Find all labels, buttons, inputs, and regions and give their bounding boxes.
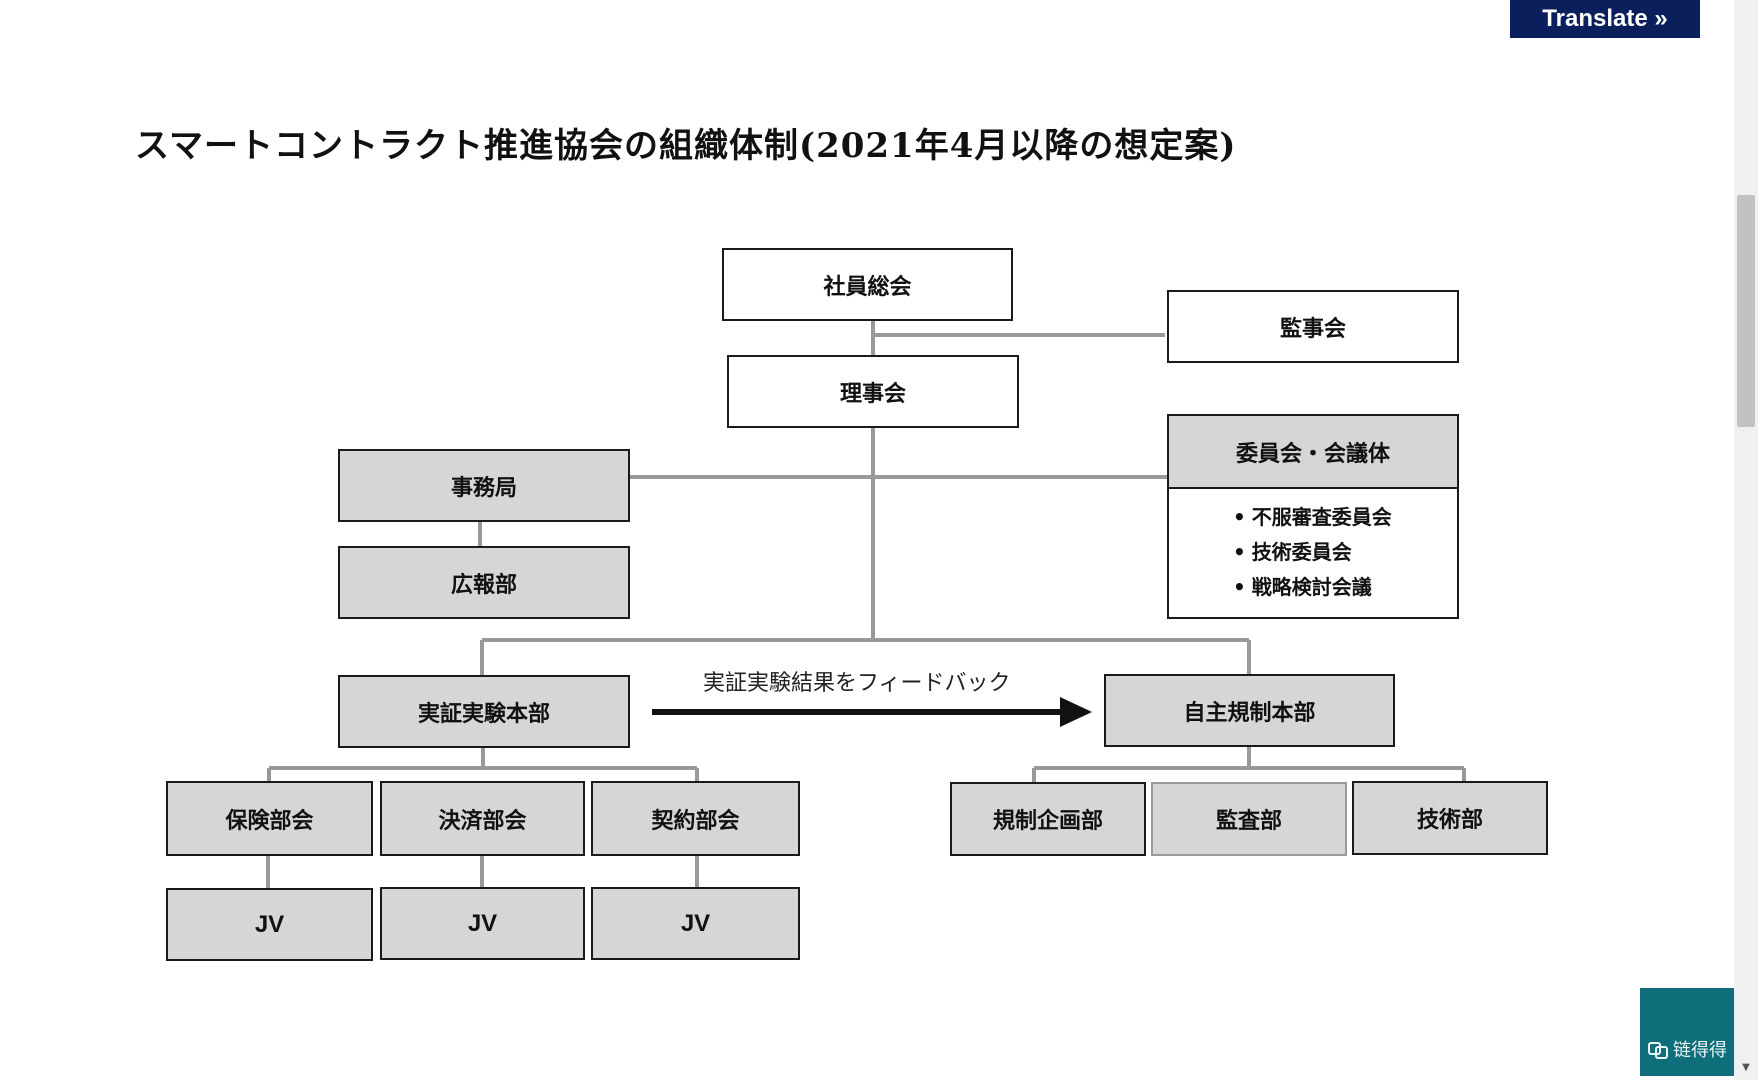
board-box: 理事会 xyxy=(727,355,1019,428)
scroll-down-arrow-icon[interactable]: ▼ xyxy=(1742,1062,1750,1073)
auditors-box: 監事会 xyxy=(1167,290,1459,363)
self-regulation-headquarters-box: 自主規制本部 xyxy=(1104,674,1395,747)
subdivision-label: 契約部会 xyxy=(651,808,740,834)
general-assembly-box: 社員総会 xyxy=(722,248,1013,321)
audit-department-box: 監査部 xyxy=(1151,782,1347,856)
scrollbar-thumb[interactable] xyxy=(1737,195,1755,427)
jv-label: JV xyxy=(467,909,498,937)
watermark-text: 链得得 xyxy=(1673,1040,1727,1061)
feedback-arrow-label: 実証実験結果をフィードバック xyxy=(703,671,1011,696)
jv-box: JV xyxy=(166,888,373,961)
general-assembly-label: 社員総会 xyxy=(823,274,912,300)
auditors-label: 監事会 xyxy=(1279,316,1346,342)
committees-header-box: 委員会・会議体 xyxy=(1167,414,1459,489)
feedback-arrow xyxy=(652,697,1092,727)
secretariat-label: 事務局 xyxy=(450,475,517,501)
jv-box: JV xyxy=(380,887,585,960)
jv-label: JV xyxy=(680,909,711,937)
department-label: 監査部 xyxy=(1215,809,1282,834)
watermark-logo: 链得得 xyxy=(1647,1036,1727,1062)
jv-label: JV xyxy=(254,910,285,938)
contract-subdivision-box: 契約部会 xyxy=(591,781,800,856)
chain-logo-icon xyxy=(1648,1042,1668,1059)
self-regulation-headquarters-label: 自主規制本部 xyxy=(1183,700,1316,726)
committee-item: 戦略検討会議 xyxy=(1233,570,1392,605)
subdivision-label: 保険部会 xyxy=(225,808,314,834)
secretariat-box: 事務局 xyxy=(338,449,630,522)
payment-subdivision-box: 決済部会 xyxy=(380,781,585,856)
vertical-scrollbar[interactable]: ▼ xyxy=(1734,0,1758,1080)
poc-headquarters-label: 実証実験本部 xyxy=(417,701,550,727)
pr-department-box: 広報部 xyxy=(338,546,630,619)
committee-item: 不服審査委員会 xyxy=(1233,500,1392,535)
department-label: 規制企画部 xyxy=(992,809,1103,834)
subdivision-label: 決済部会 xyxy=(438,808,527,834)
department-label: 技術部 xyxy=(1416,808,1483,833)
insurance-subdivision-box: 保険部会 xyxy=(166,781,373,856)
board-label: 理事会 xyxy=(839,381,906,407)
technology-department-box: 技術部 xyxy=(1352,781,1548,855)
committee-item: 技術委員会 xyxy=(1233,535,1392,570)
jv-box: JV xyxy=(591,887,800,960)
watermark-badge: 链得得 xyxy=(1640,988,1734,1076)
pr-department-label: 広報部 xyxy=(450,572,517,598)
translate-button[interactable]: Translate » xyxy=(1510,0,1700,38)
regulation-planning-department-box: 規制企画部 xyxy=(950,782,1146,856)
committees-list: 不服審査委員会 技術委員会 戦略検討会議 xyxy=(1233,500,1392,605)
page-title: スマートコントラクト推進協会の組織体制(2021年4月以降の想定案) xyxy=(135,126,1237,166)
committees-title: 委員会・会議体 xyxy=(1235,441,1390,467)
poc-headquarters-box: 実証実験本部 xyxy=(338,675,630,748)
